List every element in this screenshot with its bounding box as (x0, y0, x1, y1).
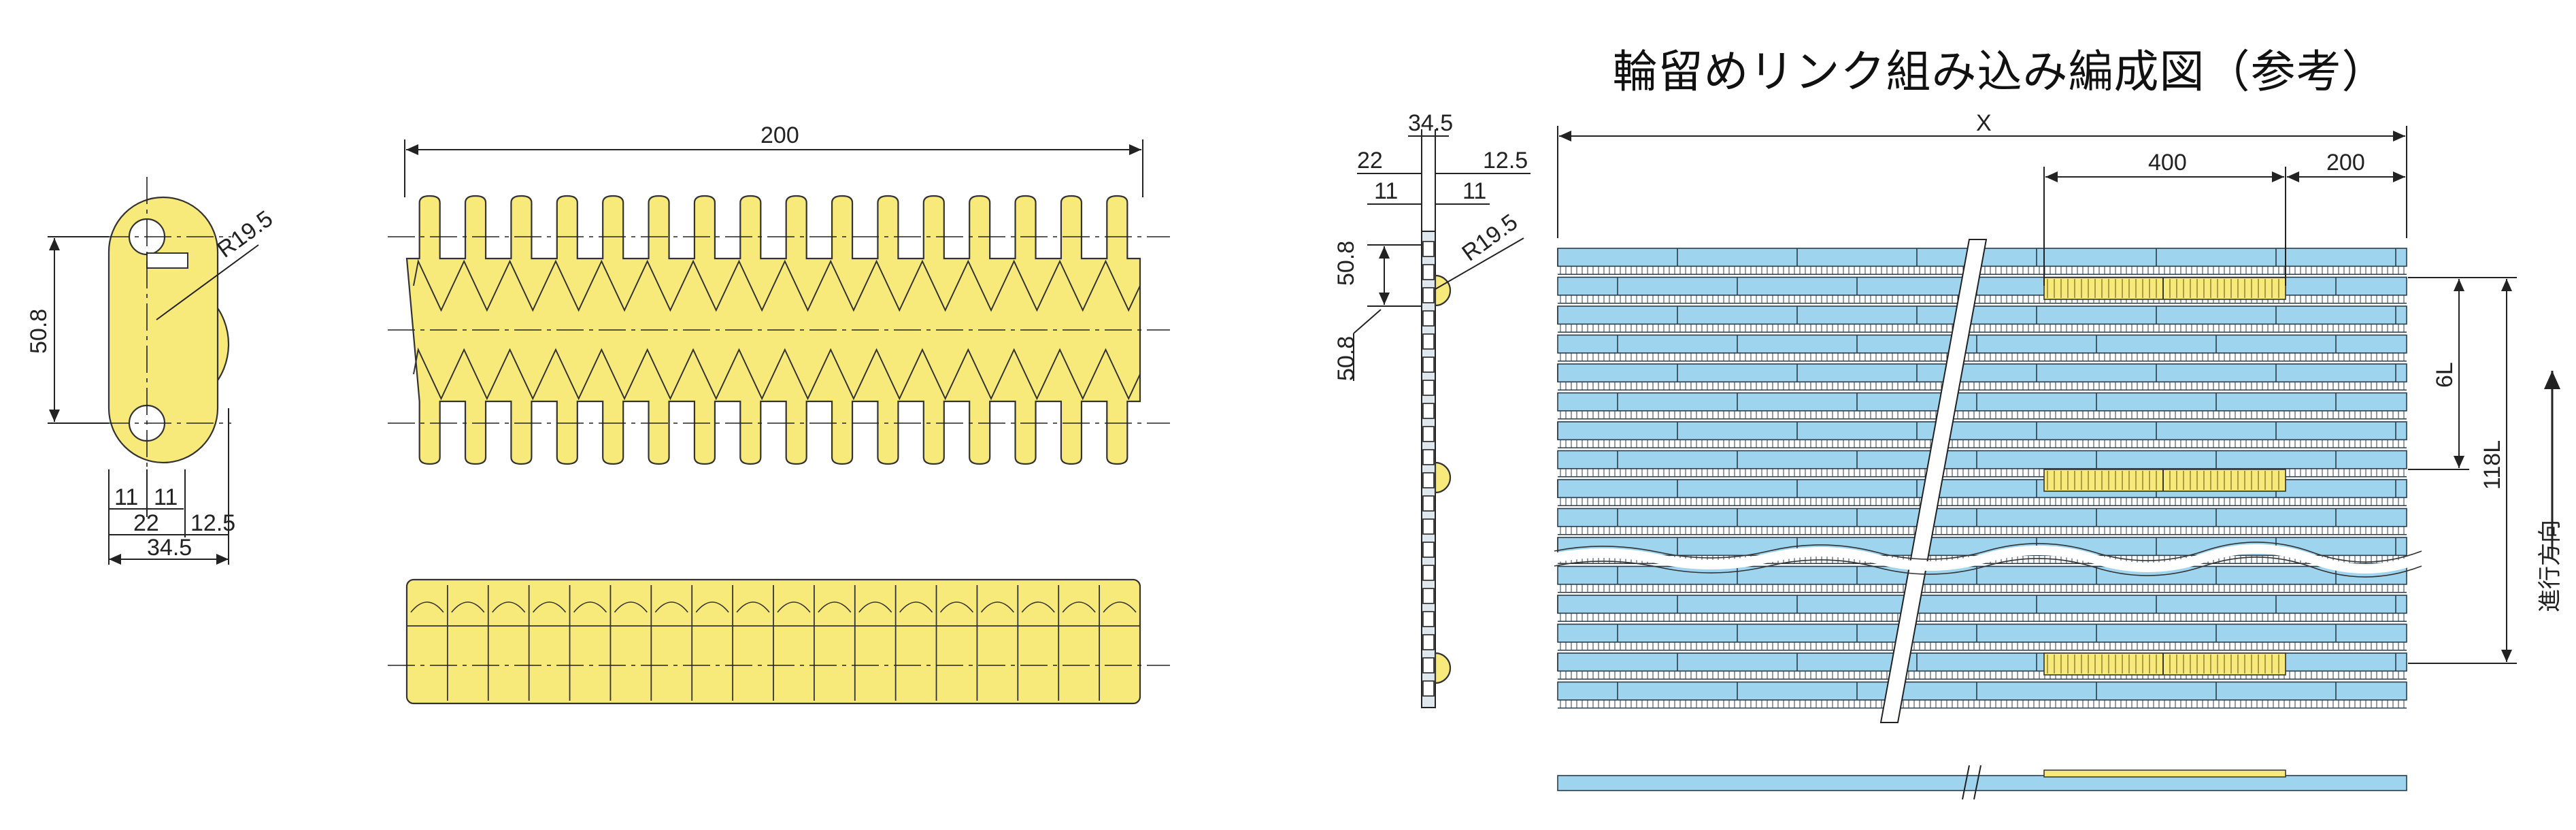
side-link (1422, 426, 1435, 442)
belt-row (1557, 305, 2407, 325)
front-arc (736, 601, 770, 613)
pitch-label: 50.8 (26, 309, 52, 354)
direction-label: 進行方向 (2537, 520, 2563, 612)
dim-400: 400 (2148, 150, 2187, 176)
side-link (1422, 380, 1435, 396)
belt-layout: X 400 200 6L 118L 進行方向 (1553, 110, 2563, 723)
belt-row (1557, 334, 2407, 354)
front-arc (1103, 601, 1137, 613)
dim-34-5: 34.5 (147, 535, 192, 561)
belt-dim-11b: 11 (1462, 178, 1486, 204)
front-arc (614, 601, 648, 613)
side-link (1422, 333, 1435, 350)
link-side-view: R19.5 50.8 11 11 22 12.5 34.5 (26, 177, 278, 565)
side-link (1422, 634, 1435, 650)
retainer-side-3 (1434, 652, 1452, 684)
retainer-row (2043, 652, 2286, 676)
belt-dim-12-5: 12.5 (1483, 148, 1528, 173)
belt-dim-22: 22 (1357, 148, 1383, 173)
side-link (1422, 542, 1435, 558)
belt-dim-34-5: 34.5 (1408, 110, 1453, 136)
belt-row (1557, 508, 2407, 527)
belt-row (1557, 363, 2407, 383)
front-arc (533, 601, 567, 613)
dim-200: 200 (2326, 150, 2365, 176)
module-wave (413, 347, 1141, 401)
front-arc (654, 601, 688, 613)
side-link (1422, 495, 1435, 512)
belt-dim-11a: 11 (1374, 178, 1398, 204)
belt-row (1557, 681, 2407, 701)
side-link (1422, 264, 1435, 280)
side-link (1422, 449, 1435, 465)
side-link (1422, 310, 1435, 327)
side-link (1422, 241, 1435, 257)
dim-22: 22 (133, 510, 159, 536)
front-arc (899, 601, 933, 613)
side-link (1422, 403, 1435, 419)
dim-12-5: 12.5 (190, 510, 235, 536)
retainer-side-1 (1434, 274, 1452, 307)
front-arc (451, 601, 485, 613)
side-link (1422, 565, 1435, 581)
side-link (1422, 657, 1435, 674)
front-arc (492, 601, 526, 613)
side-link (1422, 356, 1435, 373)
belt-pitch-a: 50.8 (1333, 241, 1359, 286)
belt-row (1557, 450, 2407, 469)
retainer-side-2 (1434, 461, 1452, 494)
front-arc (818, 601, 852, 613)
dim-6l: 6L (2432, 362, 2458, 388)
front-arc (1062, 601, 1096, 613)
side-link (1422, 472, 1435, 488)
belt-pitch-b: 50.8 (1333, 336, 1359, 381)
dim-11b: 11 (154, 484, 178, 510)
side-link (1422, 611, 1435, 627)
front-arc (573, 601, 607, 613)
dim-118l: 118L (2479, 440, 2505, 490)
belt-row (1557, 623, 2407, 643)
belt-row (1557, 421, 2407, 441)
side-link (1422, 588, 1435, 604)
module-top-view: 200 (388, 122, 1170, 465)
front-arc (695, 601, 729, 613)
belt-x-label: X (1976, 110, 1992, 136)
drawing-title: 輪留めリンク組み込み編成図（参考） (1612, 46, 2388, 98)
width-label: 200 (760, 122, 799, 148)
front-arc (777, 601, 811, 613)
front-arc (1021, 601, 1055, 613)
side-link (1422, 287, 1435, 303)
side-link (1422, 680, 1435, 697)
module-wave (413, 259, 1141, 312)
dim-11a: 11 (114, 484, 138, 510)
link-body (107, 196, 219, 464)
side-link (1422, 518, 1435, 535)
front-arc (858, 601, 892, 613)
belt-side-view: 34.5 22 12.5 11 11 50.8 50.8 R19.5 (1333, 110, 1530, 708)
front-arc (410, 601, 444, 613)
belt-row (1557, 565, 2407, 585)
retainer-row (2043, 277, 2286, 300)
module-front-view (388, 578, 1170, 705)
front-arc (980, 601, 1014, 613)
belt-strip-view (1557, 765, 2407, 800)
retainer-row (2043, 469, 2286, 492)
belt-row (1557, 595, 2407, 614)
front-arc (939, 601, 974, 613)
slot (146, 252, 188, 269)
belt-row (1557, 392, 2407, 412)
